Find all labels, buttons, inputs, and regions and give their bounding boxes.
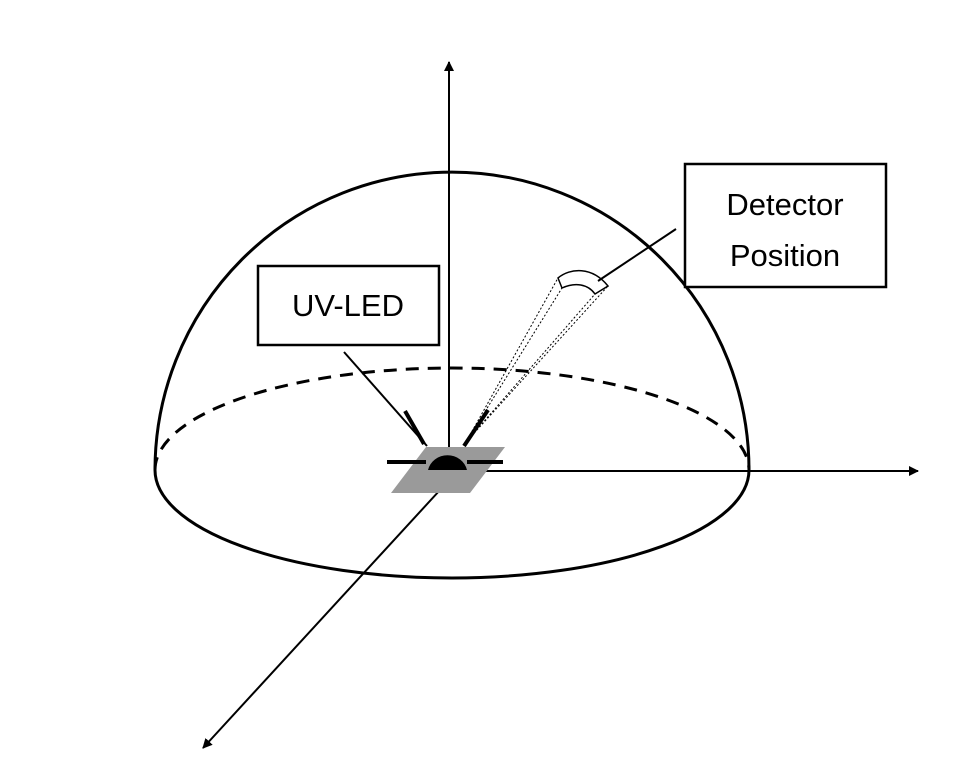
led-dome bbox=[428, 455, 467, 470]
detector-patch bbox=[557, 270, 610, 296]
detector-label-box bbox=[683, 162, 888, 289]
uv-led-label: UV-LED bbox=[256, 264, 441, 347]
detector-position-label: Detector Position bbox=[683, 162, 888, 289]
detector-label-line2: Position bbox=[730, 238, 840, 273]
detector-cone bbox=[465, 271, 609, 443]
base-ellipse-front bbox=[153, 469, 751, 580]
uv-led-label-text: UV-LED bbox=[292, 288, 404, 323]
y-axis bbox=[202, 489, 441, 749]
base-ellipse-back bbox=[153, 366, 751, 471]
uv-led-leader-line bbox=[343, 351, 428, 447]
detector-label-line1: Detector bbox=[726, 187, 843, 222]
detector-leader-line bbox=[597, 228, 677, 282]
hemisphere-dome bbox=[153, 170, 751, 471]
uv-led-label-box bbox=[256, 264, 441, 347]
